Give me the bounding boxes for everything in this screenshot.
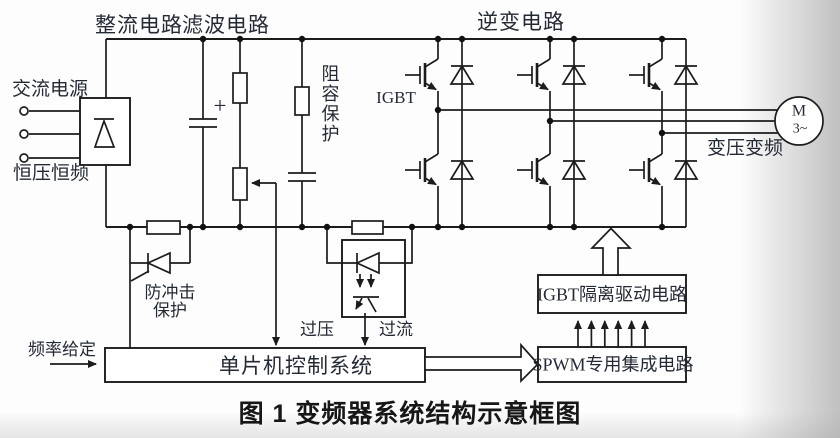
mcu-box-label: 单片机控制系统 [219, 353, 373, 378]
inverter-leg-1 [405, 39, 474, 227]
filter-capacitor [189, 39, 217, 227]
motor-3phase-label: 3~ [792, 121, 808, 137]
junction-dots [126, 35, 666, 231]
igbt-label: IGBT [376, 88, 416, 108]
cvcf-label: 恒压恒频 [12, 163, 90, 185]
figure-caption: 图 1 变频器系统结构示意框图 [238, 399, 582, 428]
gate-signal-arrows [574, 320, 649, 347]
voltage-divider-branch [232, 39, 280, 346]
frequency-reference-label: 频率给定 [28, 340, 96, 360]
ac-source-label: 交流电源 [11, 79, 89, 101]
current-sense-optocoupler [326, 220, 413, 346]
inrush-protection-scr [129, 220, 191, 348]
overcurrent-label: 过流 [379, 320, 413, 340]
rc-snubber-label: 阻容保护 [319, 64, 340, 144]
capacitor-polarity-plus: + [213, 92, 227, 118]
three-phase-output-lines [438, 109, 797, 134]
inverter-circuit-label: 逆变电路 [477, 9, 565, 34]
ac-input-terminals [19, 106, 80, 163]
drive-output-arrow [589, 227, 633, 276]
inverter-leg-2 [517, 39, 586, 227]
mcu-to-spwm-arrow [424, 342, 540, 384]
driver-box [537, 274, 687, 314]
vvvf-label: 变压变频 [706, 138, 784, 160]
rectifier-circuit-label: 整流电路 [95, 12, 183, 37]
filter-circuit-label: 滤波电路 [182, 12, 270, 37]
driver-box-label: IGBT隔离驱动电路 [537, 284, 687, 305]
rc-snubber-branch [288, 39, 316, 227]
inrush-protection-label: 防冲击 保护 [144, 283, 196, 320]
overvoltage-label: 过压 [300, 320, 334, 340]
spwm-box-label: SPWM专用集成电路 [532, 354, 694, 375]
motor-m-label: M [791, 102, 807, 120]
motor-symbol [774, 96, 824, 146]
rectifier-bridge-symbol [79, 39, 131, 227]
spwm-box [537, 346, 687, 383]
